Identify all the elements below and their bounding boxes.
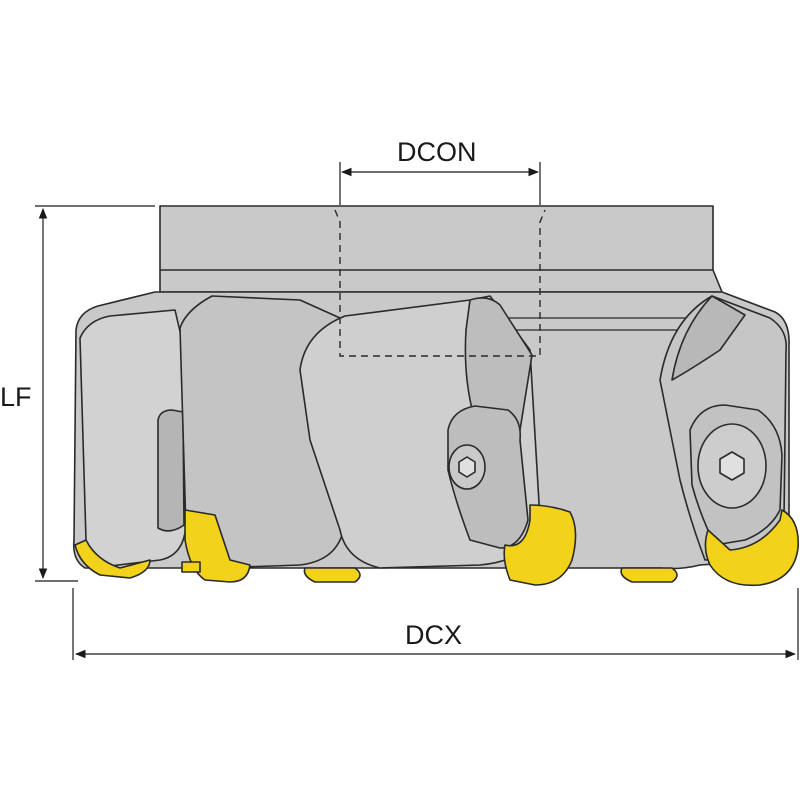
dcon-label: DCON: [397, 137, 477, 167]
flute-pocket-1: [157, 409, 185, 532]
dcx-label: DCX: [405, 620, 463, 650]
insert-6: [620, 567, 678, 583]
insert-1: [74, 539, 151, 579]
insert-clamp-center: [447, 405, 529, 549]
dimension-lines: [35, 162, 799, 660]
insert-5: [503, 504, 577, 586]
insert-4: [303, 567, 361, 583]
insert-7: [704, 509, 799, 587]
hex-socket-center-icon: [458, 456, 476, 478]
bore-hidden-lines: [334, 209, 546, 357]
inserts: [74, 504, 799, 587]
insert-clamp-right: [689, 404, 783, 546]
hex-socket-right-icon: [719, 451, 745, 481]
insert-3: [181, 561, 201, 573]
lf-label: LF: [0, 382, 32, 412]
cutter-hub: [159, 205, 723, 293]
flute-face-4: [671, 295, 746, 381]
